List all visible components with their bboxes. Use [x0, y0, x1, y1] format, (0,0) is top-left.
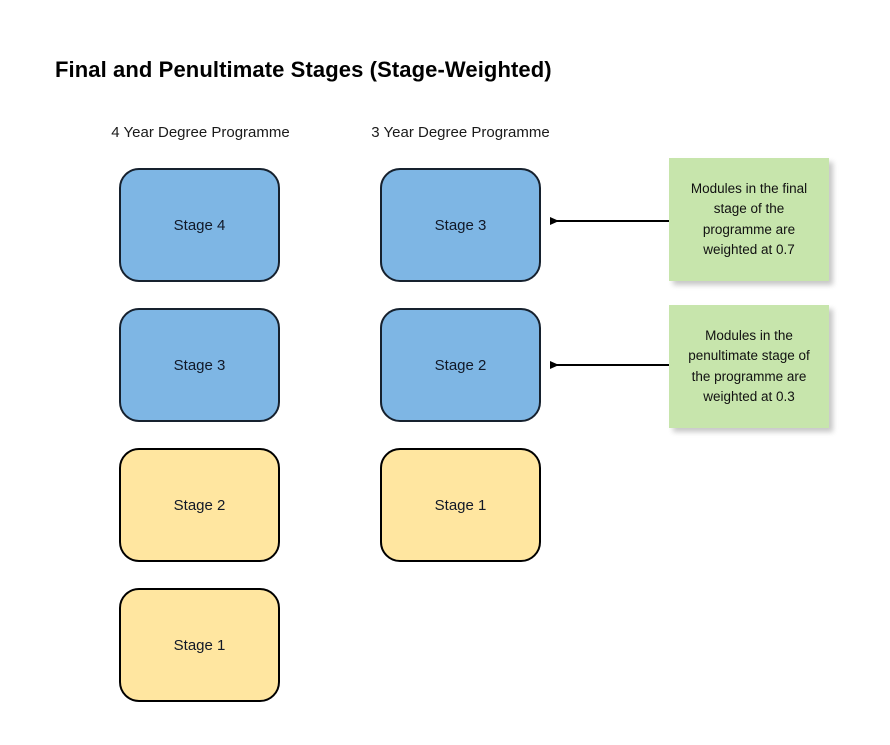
note-penultimate-stage-weighting[interactable]: Modules in the penultimate stage of the …	[669, 305, 829, 428]
stage-box-col1-stage3[interactable]: Stage 3	[119, 308, 280, 422]
note-penultimate-stage-text: Modules in the penultimate stage of the …	[688, 327, 810, 405]
stage-box-col1-stage2[interactable]: Stage 2	[119, 448, 280, 562]
note-final-stage-weighting[interactable]: Modules in the final stage of the progra…	[669, 158, 829, 281]
page-title: Final and Penultimate Stages (Stage-Weig…	[55, 57, 552, 82]
stage-box-col2-stage3[interactable]: Stage 3	[380, 168, 541, 282]
stage-box-col1-stage4[interactable]: Stage 4	[119, 168, 280, 282]
column-header-4-year: 4 Year Degree Programme	[111, 124, 290, 141]
stage-box-col2-stage2[interactable]: Stage 2	[380, 308, 541, 422]
arrow-final-stage-to-stage3	[550, 217, 669, 225]
note-final-stage-text: Modules in the final stage of the progra…	[690, 180, 808, 258]
stage-box-col1-stage1[interactable]: Stage 1	[119, 588, 280, 702]
arrow-penultimate-stage-to-stage2	[550, 361, 669, 369]
stage-box-col2-stage1[interactable]: Stage 1	[380, 448, 541, 562]
column-header-3-year: 3 Year Degree Programme	[371, 124, 550, 141]
